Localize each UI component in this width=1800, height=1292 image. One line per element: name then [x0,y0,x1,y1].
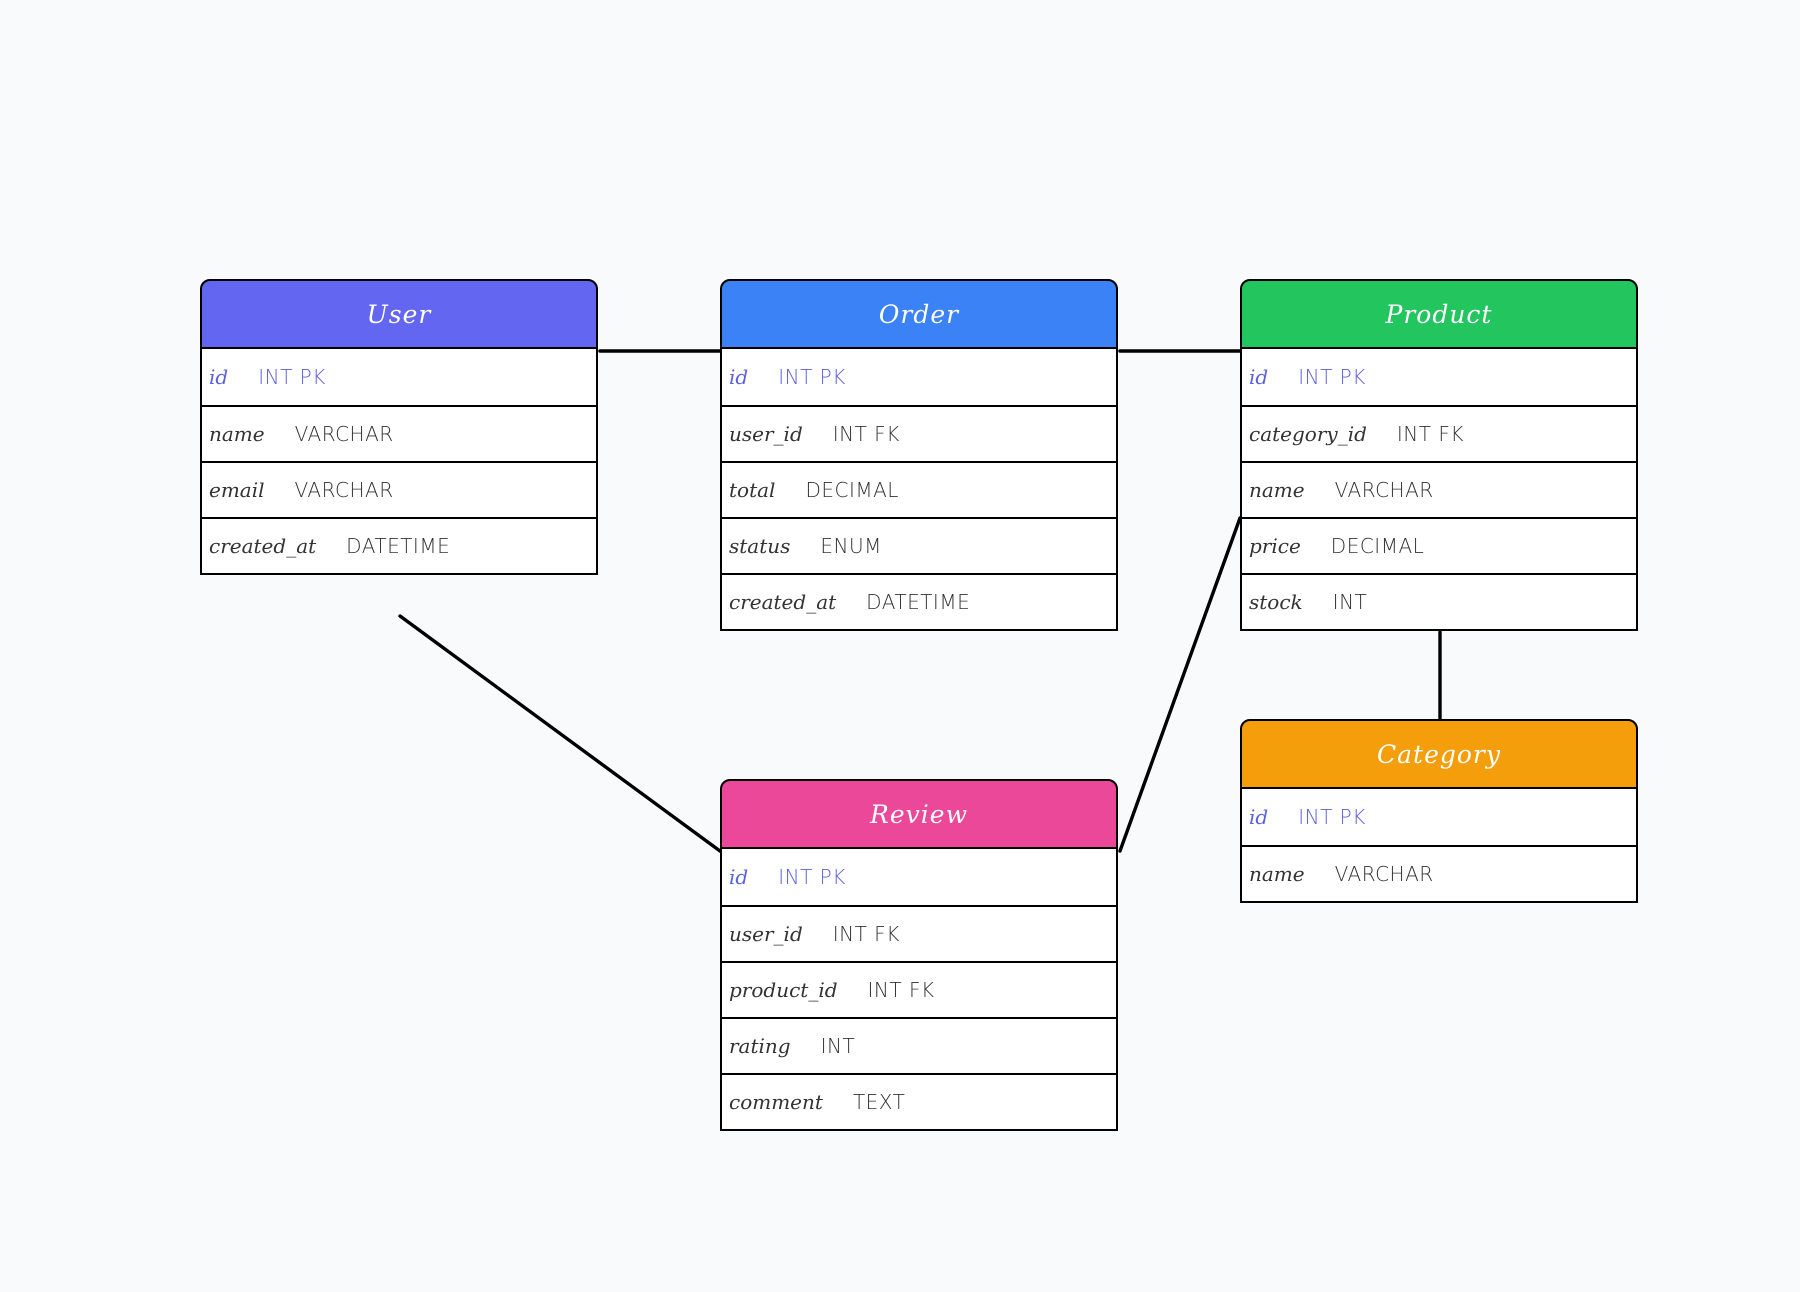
field-name: product_id [729,978,838,1002]
field-type: INT [1332,590,1368,614]
field-name: stock [1249,590,1303,614]
field-type: DATETIME [866,590,971,614]
field-type: INT FK [832,922,900,946]
field-name: created_at [729,590,837,614]
field-type: INT PK [778,365,846,389]
field-name: comment [729,1090,823,1114]
entity-fields: id INT PK category_id INT FK name VARCHAR pric… [1240,349,1638,631]
field-row[interactable]: price DECIMAL [1242,517,1636,573]
entity-title: Category [1240,719,1638,789]
field-row[interactable]: status ENUM [722,517,1116,573]
entity-title: User [200,279,598,349]
field-type: TEXT [852,1090,906,1114]
field-name: id [209,365,229,389]
field-name: price [1249,534,1301,558]
entity-category[interactable]: Category id INT PK name VARCHAR [1240,719,1638,903]
entity-fields: id INT PK name VARCHAR [1240,789,1638,903]
field-row[interactable]: created_at DATETIME [722,573,1116,629]
field-type: INT PK [1298,365,1366,389]
field-row[interactable]: rating INT [722,1017,1116,1073]
entity-title: Product [1240,279,1638,349]
entity-title: Review [720,779,1118,849]
field-row[interactable]: user_id INT FK [722,405,1116,461]
field-row[interactable]: product_id INT FK [722,961,1116,1017]
field-type: INT FK [832,422,900,446]
field-type: VARCHAR [294,478,394,502]
field-type: INT PK [1298,805,1366,829]
field-name: created_at [209,534,317,558]
field-name: category_id [1249,422,1367,446]
entity-title: Order [720,279,1118,349]
field-name: user_id [729,922,803,946]
field-row[interactable]: id INT PK [722,849,1116,905]
field-type: VARCHAR [1334,862,1434,886]
field-type: DECIMAL [805,478,899,502]
field-row[interactable]: user_id INT FK [722,905,1116,961]
relationship-product-review [1118,516,1242,853]
field-row[interactable]: comment TEXT [722,1073,1116,1129]
field-row[interactable]: id INT PK [1242,349,1636,405]
entity-fields: id INT PK user_id INT FK total DECIMAL status E… [720,349,1118,631]
field-row[interactable]: created_at DATETIME [202,517,596,573]
field-name: email [209,478,265,502]
field-type: INT PK [258,365,326,389]
field-name: rating [729,1034,791,1058]
field-row[interactable]: name VARCHAR [1242,845,1636,901]
field-type: INT FK [867,978,935,1002]
field-name: id [729,365,749,389]
field-type: INT PK [778,865,846,889]
field-name: status [729,534,791,558]
field-type: VARCHAR [294,422,394,446]
field-row[interactable]: stock INT [1242,573,1636,629]
field-name: id [729,865,749,889]
field-type: ENUM [820,534,882,558]
field-row[interactable]: id INT PK [722,349,1116,405]
entity-order[interactable]: Order id INT PK user_id INT FK total DECIMAL st… [720,279,1118,631]
field-type: VARCHAR [1334,478,1434,502]
field-type: DATETIME [346,534,451,558]
field-row[interactable]: id INT PK [1242,789,1636,845]
field-row[interactable]: category_id INT FK [1242,405,1636,461]
field-name: name [1249,862,1305,886]
field-row[interactable]: name VARCHAR [202,405,596,461]
field-name: id [1249,805,1269,829]
entity-product[interactable]: Product id INT PK category_id INT FK name VARC… [1240,279,1638,631]
field-type: INT [820,1034,856,1058]
field-row[interactable]: name VARCHAR [1242,461,1636,517]
field-name: name [1249,478,1305,502]
relationship-user-review [398,614,722,853]
field-type: INT FK [1396,422,1464,446]
field-name: name [209,422,265,446]
field-name: total [729,478,776,502]
field-row[interactable]: id INT PK [202,349,596,405]
field-type: DECIMAL [1330,534,1425,558]
field-name: user_id [729,422,803,446]
field-row[interactable]: email VARCHAR [202,461,596,517]
field-name: id [1249,365,1269,389]
field-row[interactable]: total DECIMAL [722,461,1116,517]
